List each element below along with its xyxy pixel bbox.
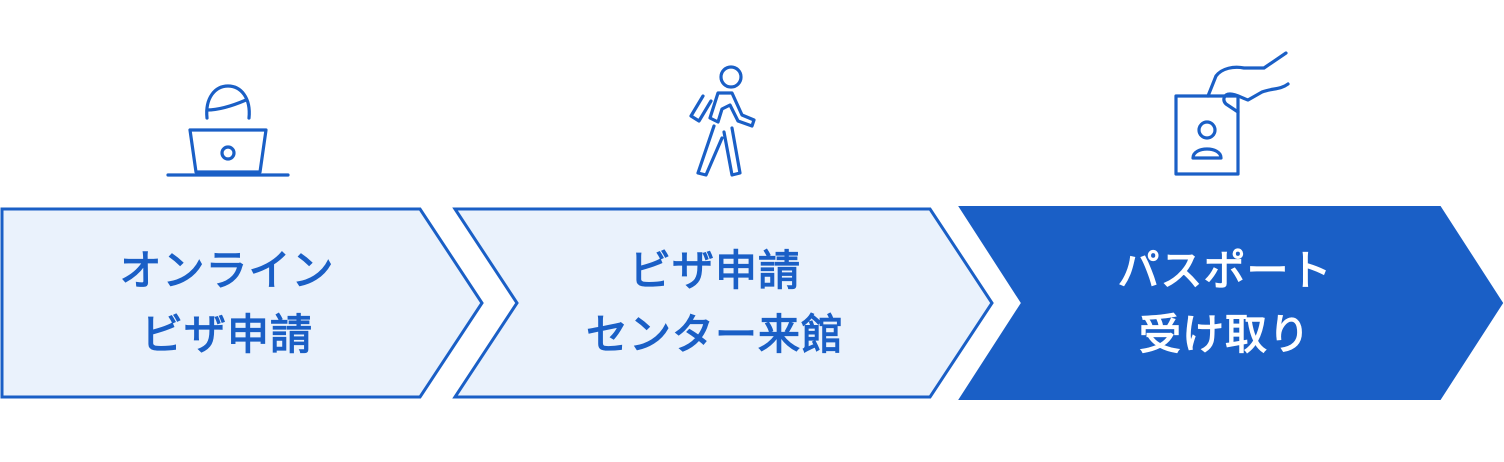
step-1-label: オンライン ビザ申請 (2, 208, 452, 398)
walking-person-icon (689, 65, 756, 177)
step-2-line-2: センター来館 (585, 310, 844, 359)
step-1-line-1: オンライン (119, 246, 335, 295)
step-2-label: ビザ申請 センター来館 (470, 208, 960, 398)
step-2-line-1: ビザ申請 (628, 246, 801, 295)
laptop-person-icon (166, 84, 290, 177)
passport-handover-icon (1174, 51, 1290, 176)
step-3-label: パスポート 受け取り (985, 208, 1465, 398)
step-3-arrow (958, 206, 1504, 400)
step-3-line-2: 受け取り (1138, 310, 1311, 359)
step-2-arrow (452, 207, 994, 399)
step-1-line-2: ビザ申請 (140, 310, 313, 359)
step-1-arrow (0, 207, 484, 399)
step-3-line-1: パスポート (1117, 246, 1333, 295)
